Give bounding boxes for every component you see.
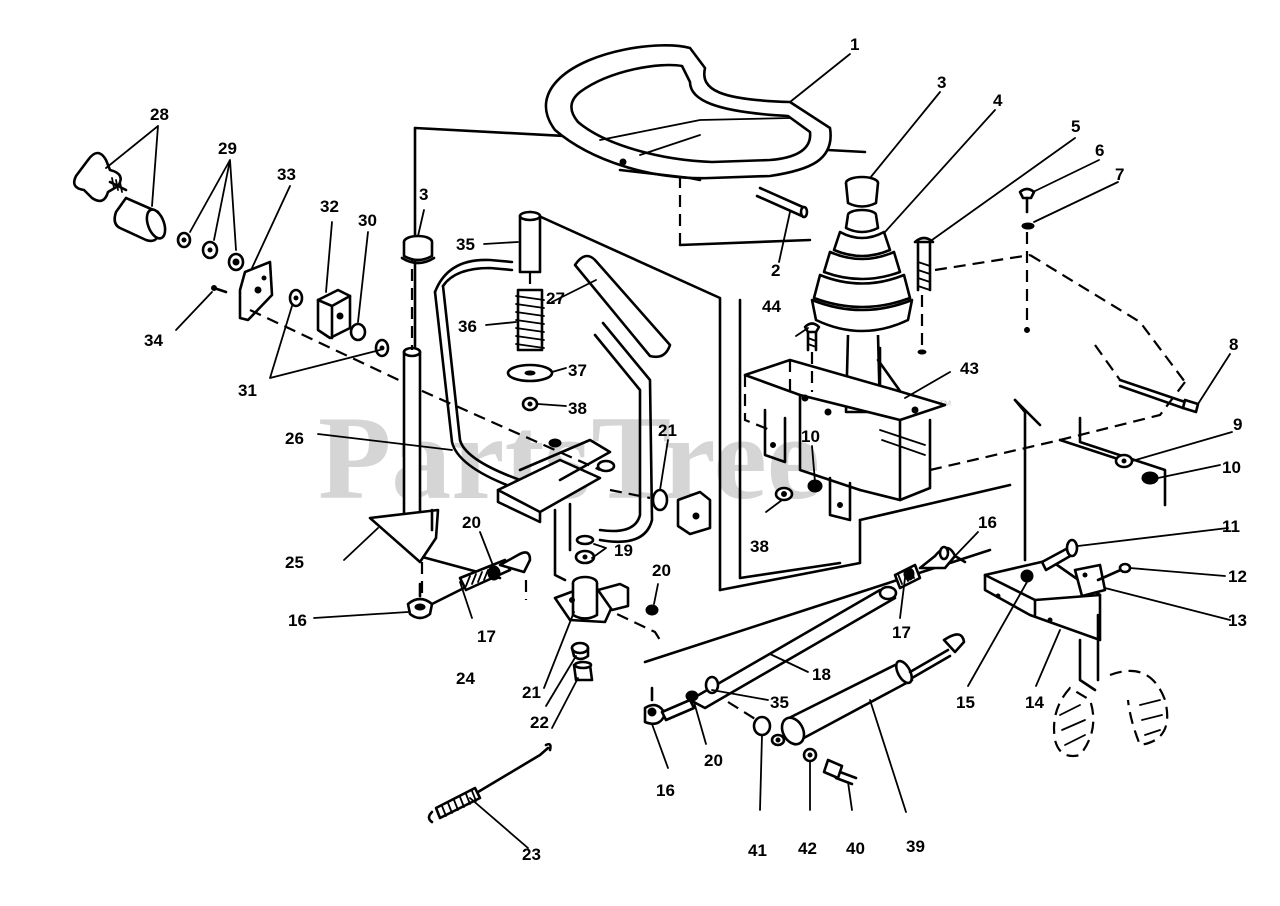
part-label-3: 3: [419, 185, 428, 204]
part-label-10: 10: [1222, 458, 1241, 477]
part-label-17: 17: [477, 627, 496, 646]
part-label-40: 40: [846, 839, 865, 858]
bracket-nuts: [774, 479, 823, 502]
ball-joint-lower: [643, 675, 720, 726]
part-label-14: 14: [1025, 693, 1044, 712]
part-label-26: 26: [285, 429, 304, 448]
part-label-41: 41: [748, 841, 767, 860]
part-label-35: 35: [770, 693, 789, 712]
part-label-28: 28: [150, 105, 169, 124]
part-label-30: 30: [358, 211, 377, 230]
part-label-31: 31: [238, 381, 257, 400]
nut-20: [645, 604, 659, 616]
part-label-12: 12: [1228, 567, 1247, 586]
part-label-7: 7: [1115, 165, 1124, 184]
watermark: PartsTree: [318, 391, 820, 524]
nuts-right: [1058, 438, 1159, 485]
drag-link: [688, 545, 967, 710]
return-spring: [427, 742, 552, 824]
part-label-10: 10: [801, 427, 820, 446]
part-label-43: 43: [960, 359, 979, 378]
part-label-29: 29: [218, 139, 237, 158]
column-mount-bracket: [743, 358, 947, 522]
part-label-16: 16: [656, 781, 675, 800]
axle-bar-assembly: [983, 538, 1132, 692]
part-label-19: 19: [614, 541, 633, 560]
part-label-44: 44: [762, 297, 781, 316]
bushing-upper: [844, 175, 880, 208]
part-label-6: 6: [1095, 141, 1104, 160]
part-label-21: 21: [658, 421, 677, 440]
bolt-8: [1094, 344, 1200, 414]
part-label-8: 8: [1229, 335, 1238, 354]
part-label-5: 5: [1071, 117, 1080, 136]
carriage-bolt: [913, 236, 935, 355]
part-label-32: 32: [320, 197, 339, 216]
pivot-hardware: [553, 534, 630, 682]
part-label-9: 9: [1233, 415, 1242, 434]
control-rod-and-plate: [368, 250, 440, 598]
part-label-17: 17: [892, 623, 911, 642]
front-wheel-sketch: [1052, 669, 1169, 758]
damper-hardware: [727, 701, 858, 786]
part-label-34: 34: [144, 331, 163, 350]
bent-lever: [433, 254, 672, 582]
part-label-23: 23: [522, 845, 541, 864]
roll-pin: [755, 186, 809, 219]
part-label-21: 21: [522, 683, 541, 702]
part-label-33: 33: [277, 165, 296, 184]
part-label-20: 20: [462, 513, 481, 532]
part-label-20: 20: [704, 751, 723, 770]
pivot-block: [609, 488, 712, 536]
part-label-4: 4: [993, 91, 1003, 110]
spring-stack: [506, 210, 554, 412]
part-label-42: 42: [798, 839, 817, 858]
part-label-20: 20: [652, 561, 671, 580]
part-label-16: 16: [978, 513, 997, 532]
part-label-16: 16: [288, 611, 307, 630]
leader-lines: [105, 53, 1233, 849]
part-label-11: 11: [1222, 517, 1240, 536]
part-label-27: 27: [546, 289, 565, 308]
adjustment-knob-assembly: [72, 151, 601, 472]
part-number-labels: 1 2 3 3 4 5 6 7 8 9 10 10 11 12 13 14 15…: [144, 35, 1247, 864]
part-label-36: 36: [458, 317, 477, 336]
screw-and-washer: [1018, 187, 1036, 333]
part-label-37: 37: [568, 361, 587, 380]
tie-rod-left: [406, 551, 532, 620]
part-label-1: 1: [850, 35, 859, 54]
hex-bolt-44: [803, 322, 821, 392]
damper-cylinder: [770, 633, 966, 747]
steering-wheel: [544, 44, 832, 182]
part-label-22: 22: [530, 713, 549, 732]
part-label-25: 25: [285, 553, 304, 572]
part-label-39: 39: [906, 837, 925, 856]
part-label-13: 13: [1228, 611, 1247, 630]
part-label-24: 24: [456, 669, 475, 688]
bushing-left: [400, 234, 436, 265]
part-label-3: 3: [937, 73, 946, 92]
part-label-15: 15: [956, 693, 975, 712]
part-label-38: 38: [568, 399, 587, 418]
part-label-18: 18: [812, 665, 831, 684]
part-label-35: 35: [456, 235, 475, 254]
part-label-2: 2: [771, 261, 780, 280]
part-label-38: 38: [750, 537, 769, 556]
